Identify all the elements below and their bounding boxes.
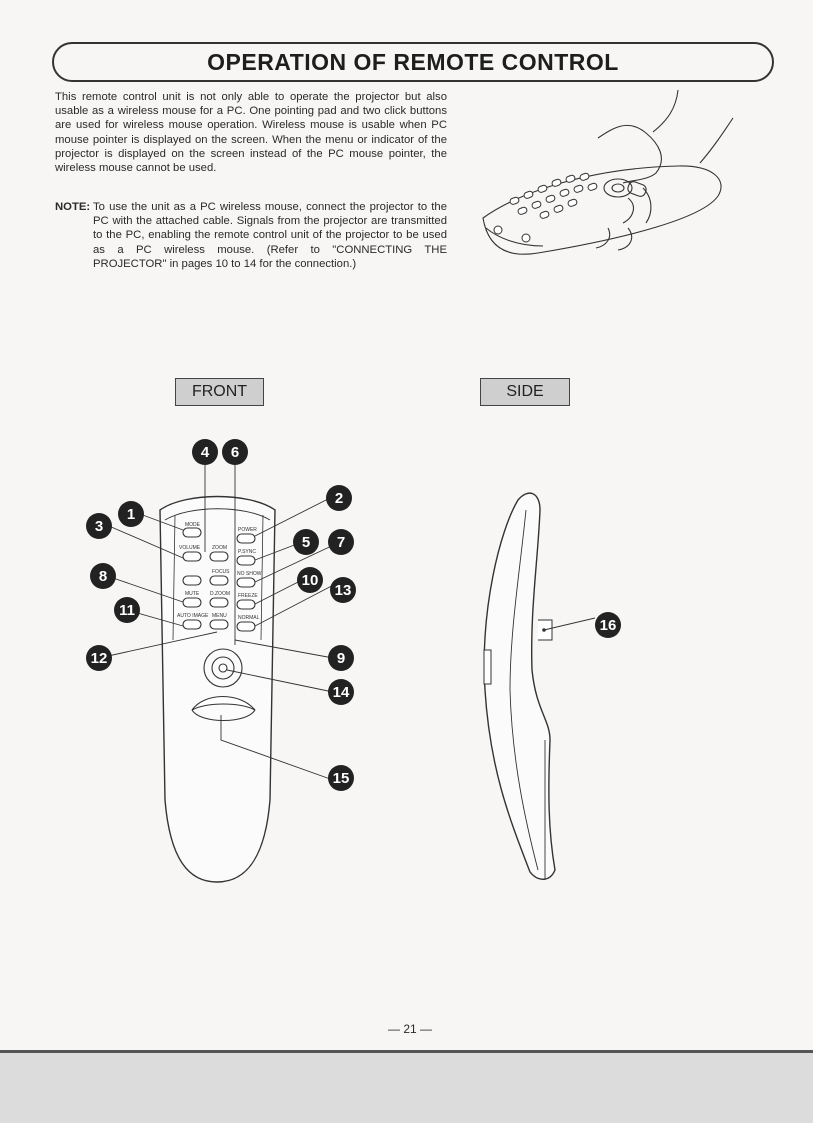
callout-badges: 1 2 3 4 5 6 7 8 9 10 11 12 13 14 15 bbox=[86, 439, 356, 791]
manual-page: OPERATION OF REMOTE CONTROL This remote … bbox=[52, 42, 774, 1036]
svg-text:15: 15 bbox=[333, 770, 350, 787]
note-text: To use the unit as a PC wireless mouse, … bbox=[93, 201, 447, 270]
note-label: NOTE: bbox=[55, 201, 91, 213]
svg-text:3: 3 bbox=[95, 518, 103, 535]
page-title: OPERATION OF REMOTE CONTROL bbox=[207, 48, 619, 75]
remote-body bbox=[159, 495, 276, 883]
callout-12: 12 bbox=[86, 645, 112, 671]
svg-text:2: 2 bbox=[335, 490, 343, 507]
callout-8: 8 bbox=[90, 563, 116, 589]
btn-label-focus: FOCUS bbox=[212, 569, 230, 575]
btn-label-menu: MENU bbox=[212, 613, 227, 619]
page-number: — 21 — bbox=[387, 1022, 432, 1036]
svg-text:4: 4 bbox=[201, 444, 210, 461]
intro-paragraph: This remote control unit is not only abl… bbox=[55, 91, 447, 175]
svg-text:6: 6 bbox=[231, 444, 239, 461]
title-banner: OPERATION OF REMOTE CONTROL bbox=[52, 42, 774, 82]
btn-label-d-zoom: D.ZOOM bbox=[210, 591, 230, 597]
callout-4: 4 bbox=[192, 439, 218, 465]
callout-13: 13 bbox=[330, 577, 356, 603]
scan-bottom-edge bbox=[0, 1050, 813, 1123]
callout-3: 3 bbox=[86, 513, 112, 539]
svg-text:5: 5 bbox=[302, 534, 310, 551]
svg-text:7: 7 bbox=[337, 534, 345, 551]
btn-label-zoom: ZOOM bbox=[212, 545, 227, 551]
front-view-label: FRONT bbox=[175, 378, 264, 406]
btn-label-power: POWER bbox=[238, 527, 257, 533]
callout-6: 6 bbox=[222, 439, 248, 465]
callout-1: 1 bbox=[118, 501, 144, 527]
btn-label-mode: MODE bbox=[185, 522, 201, 528]
svg-text:14: 14 bbox=[333, 684, 350, 701]
hand-holding-remote-illustration bbox=[482, 89, 734, 255]
callout-7: 7 bbox=[328, 529, 354, 555]
note-block: NOTE: To use the unit as a PC wireless m… bbox=[55, 200, 447, 271]
svg-text:12: 12 bbox=[91, 650, 108, 667]
front-remote-diagram: MODE POWER VOLUME ZOOM P.SYNC FOCUS NO S… bbox=[86, 439, 356, 883]
svg-text:16: 16 bbox=[600, 617, 617, 634]
btn-label-normal: NORMAL bbox=[238, 615, 260, 621]
svg-text:9: 9 bbox=[337, 650, 345, 667]
svg-text:13: 13 bbox=[335, 582, 352, 599]
callout-5: 5 bbox=[293, 529, 319, 555]
side-view-label: SIDE bbox=[480, 378, 570, 406]
btn-label-no-show: NO SHOW bbox=[237, 571, 262, 577]
svg-text:11: 11 bbox=[119, 602, 135, 619]
btn-label-freeze: FREEZE bbox=[238, 593, 258, 599]
callout-14: 14 bbox=[328, 679, 354, 705]
btn-label-volume: VOLUME bbox=[179, 545, 201, 551]
side-remote-body bbox=[483, 492, 556, 880]
btn-label-mute: MUTE bbox=[185, 591, 200, 597]
svg-text:8: 8 bbox=[99, 568, 107, 585]
pointing-pad bbox=[203, 648, 243, 688]
callout-16: 16 bbox=[595, 612, 621, 638]
callout-10: 10 bbox=[297, 567, 323, 593]
svg-text:10: 10 bbox=[302, 572, 319, 589]
side-remote-diagram: 16 bbox=[483, 492, 621, 880]
callout-9: 9 bbox=[328, 645, 354, 671]
btn-label-auto-image: AUTO IMAGE bbox=[177, 613, 209, 619]
callout-11: 11 bbox=[114, 597, 140, 623]
svg-text:1: 1 bbox=[127, 506, 135, 523]
callout-2: 2 bbox=[326, 485, 352, 511]
btn-label-p-sync: P.SYNC bbox=[238, 549, 256, 555]
callout-15: 15 bbox=[328, 765, 354, 791]
